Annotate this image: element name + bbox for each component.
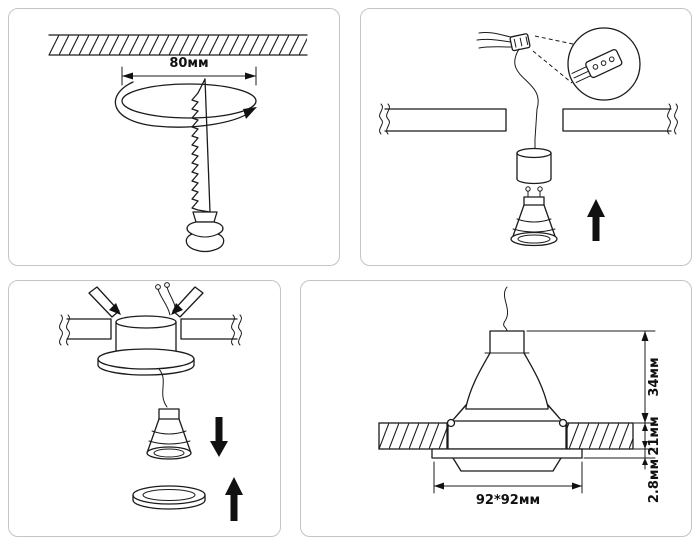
arrow-up-icon [225,477,243,521]
lamp-cable [503,286,509,332]
ceiling-section [59,314,242,346]
recessed-housing [447,420,567,450]
lamp-holder [516,147,552,185]
cut-hole-illustration: 80мм [48,34,308,253]
dimension-80mm-label: 80мм [169,56,208,71]
panel-step1-cut-hole: 80мм [8,8,340,266]
dimension-21mm: 21мм [633,416,662,456]
spring-clips [446,392,568,428]
ceiling-blocks [378,422,634,450]
dimension-80mm: 80мм [121,56,257,86]
arrow-up-icon [587,199,605,241]
saw-ferrule [192,211,218,223]
trim-ring [132,485,206,510]
hole-ellipse [121,83,257,119]
lamp-body [465,286,549,410]
spring-clips [88,286,204,318]
trim-plate [431,448,583,472]
arrow-down-icon [210,417,228,457]
ceiling-section [379,103,678,135]
keyhole-saw [185,78,225,253]
panel-step4-dimensions: 34мм 21мм 2.8мм 92*92мм [300,280,692,537]
magnifier-detail [532,27,641,101]
fixture-body [97,315,195,376]
wiring-illustration [379,27,678,247]
dimension-34mm-label: 34мм [647,357,662,396]
rotation-arrow-icon [114,81,257,128]
wire-connector [476,32,531,52]
dimension-92mm: 92*92мм [433,461,583,508]
panel-step3-mount-fixture [8,280,281,537]
dimensions-illustration: 34мм 21мм 2.8мм 92*92мм [378,286,662,508]
ceiling-hatch-band [48,34,308,56]
dimension-92mm-label: 92*92мм [476,493,540,508]
mounting-illustration [59,282,243,521]
lamp-cable [158,368,168,408]
dimension-2-8mm: 2.8мм [583,448,662,503]
lamp-cable [514,48,539,154]
gu10-lamp [146,408,192,460]
dimension-2-8mm-label: 2.8мм [647,459,662,503]
gu10-lamp [510,186,558,247]
dimension-21mm-label: 21мм [647,416,662,455]
panel-step2-connect-wires [360,8,692,266]
